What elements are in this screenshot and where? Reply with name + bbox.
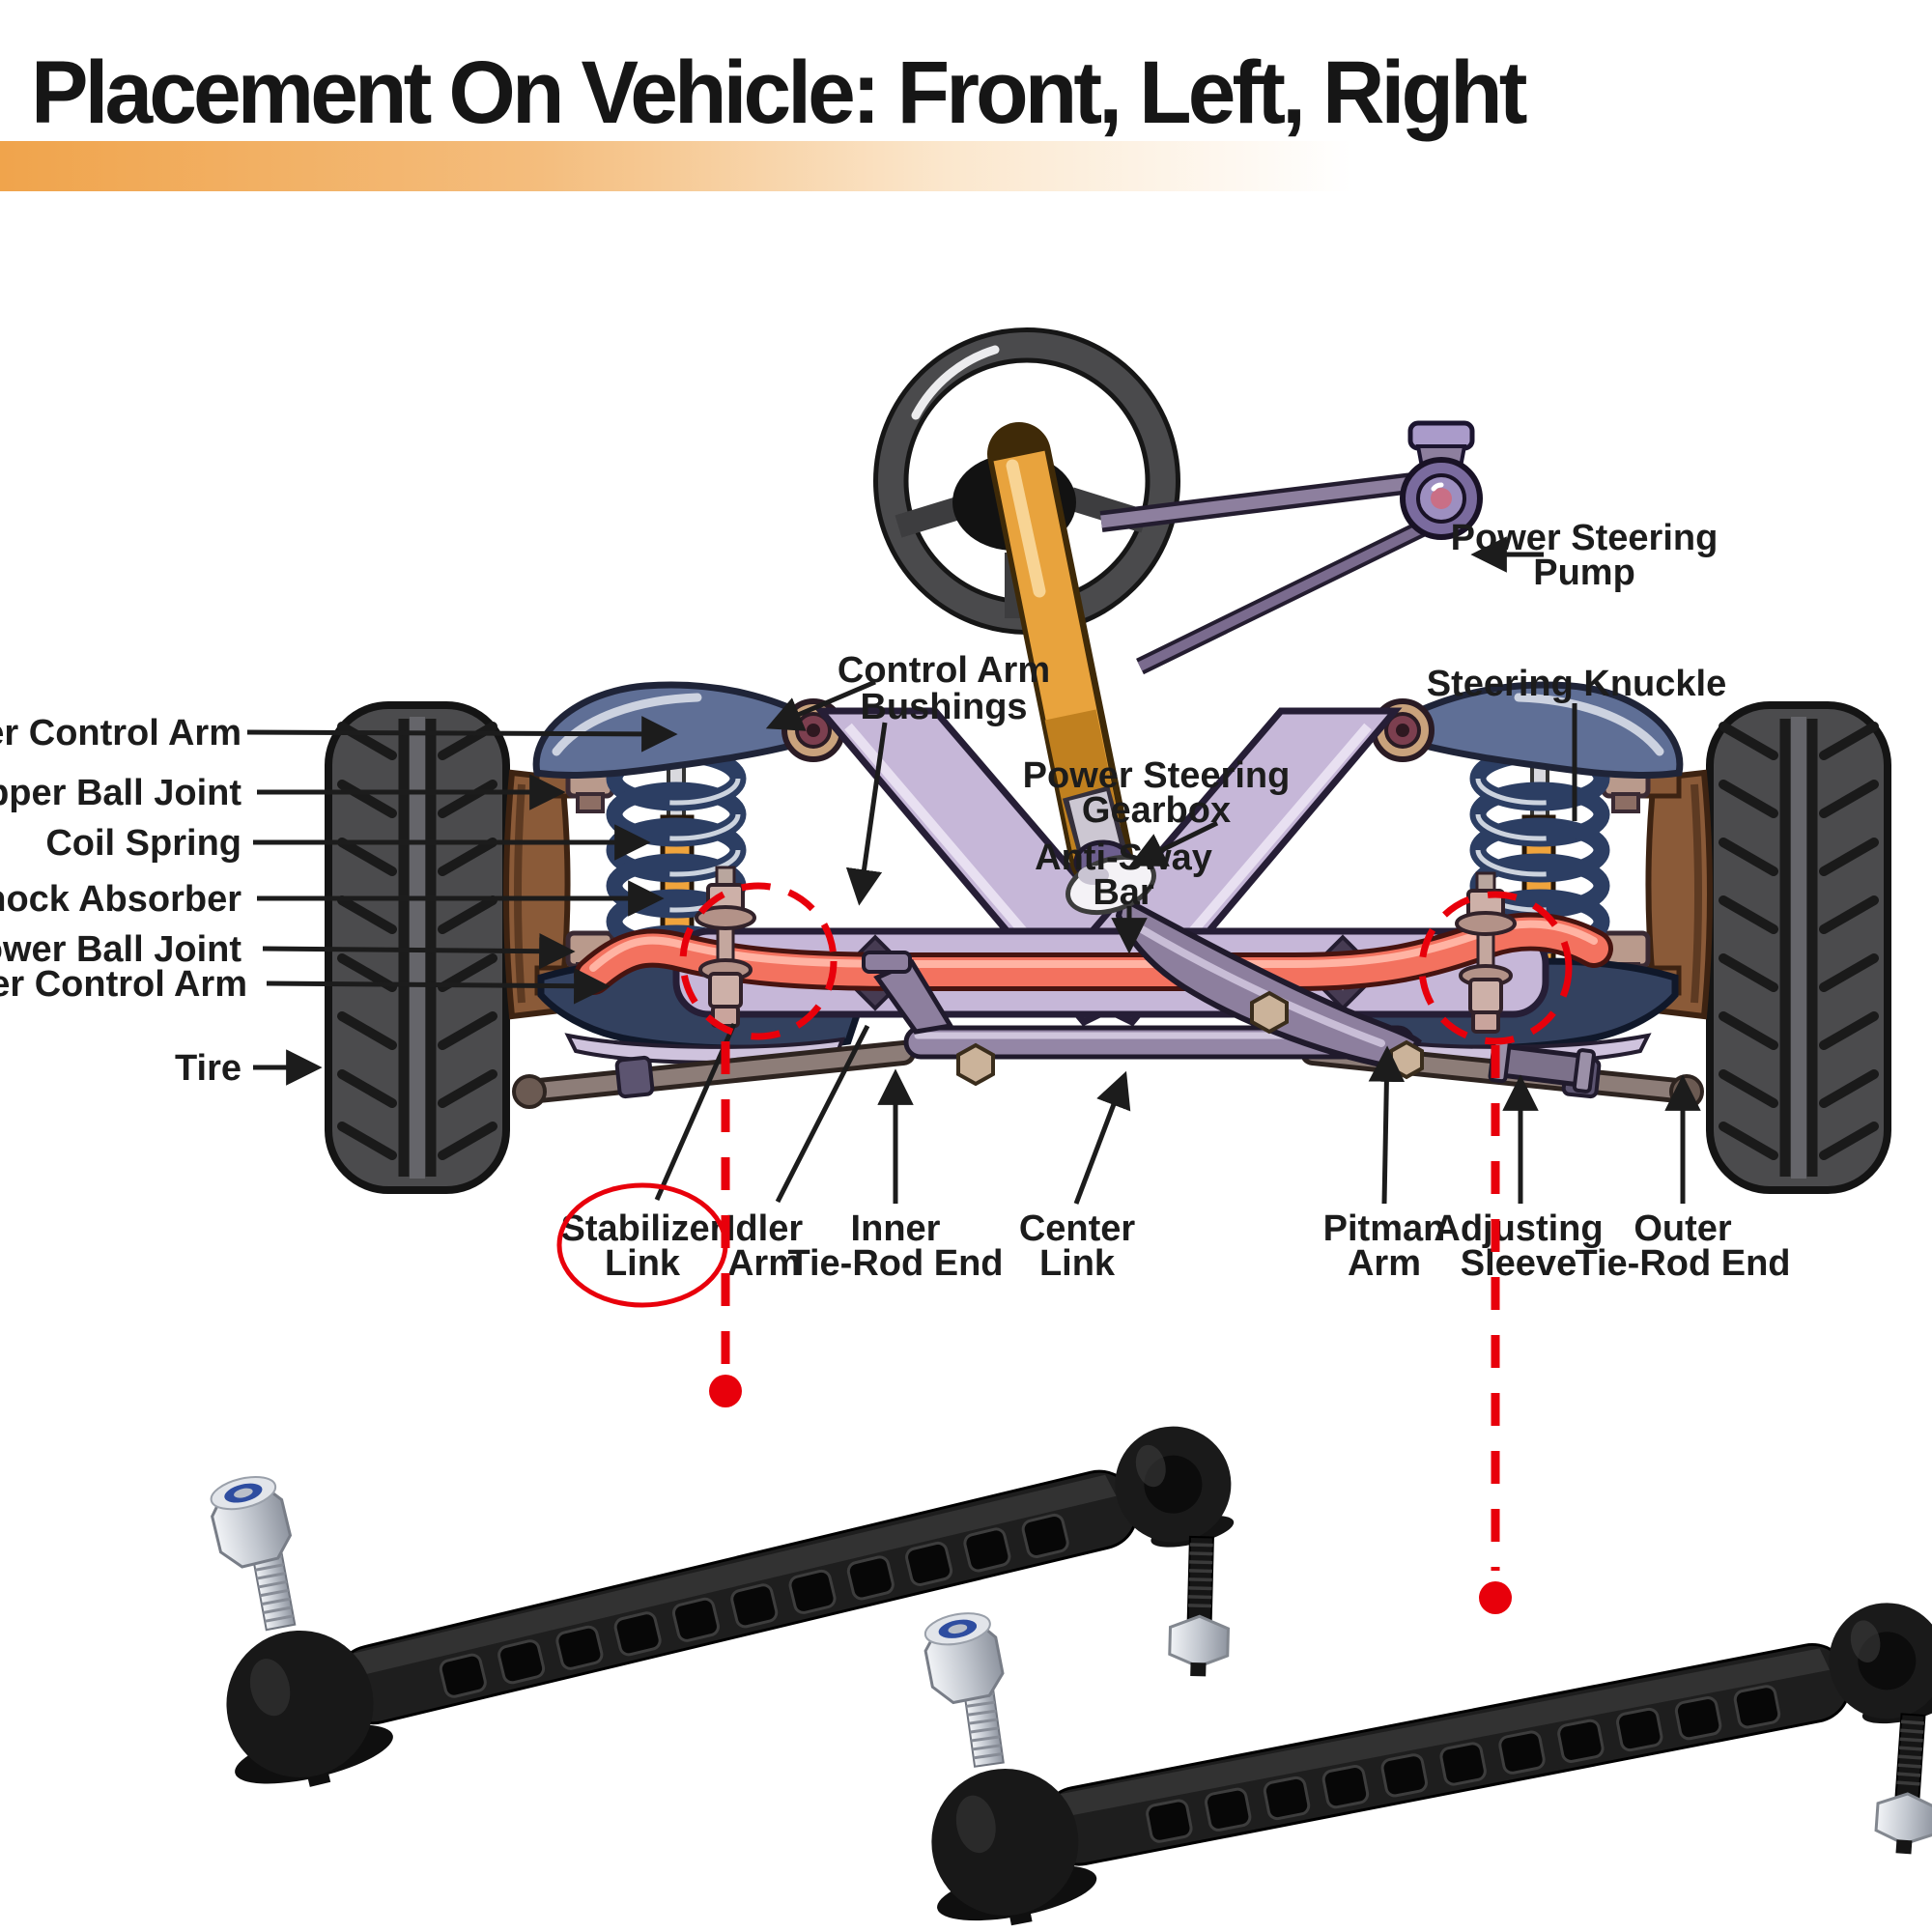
part-labels: Upper Control Arm Upper Ball Joint Coil … [0,518,1791,1284]
label-inner-tie-rod-1: Inner [851,1208,941,1249]
label-control-arm-bushings-1: Control Arm [838,650,1050,691]
label-pitman-arm-1: Pitman [1323,1208,1446,1249]
highlight-circle-right [1418,891,1573,1045]
label-control-arm-bushings-2: Bushings [860,687,1027,727]
tie-rod-part [512,1040,916,1109]
label-pitman-arm-2: Arm [1348,1243,1421,1284]
label-inner-tie-rod-2: Tie-Rod End [787,1243,1003,1284]
pointer-dot-left [709,1375,742,1407]
label-stabilizer-link-1: Stabilizer [561,1208,724,1249]
label-steering-knuckle: Steering Knuckle [1427,664,1726,704]
label-stabilizer-link-2: Link [605,1243,681,1284]
power-steering-pump-part [1099,420,1483,675]
red-annotations [556,882,1573,1614]
label-idler-arm-1: Idler [725,1208,803,1249]
label-power-steering-pump-2: Pump [1533,553,1635,593]
label-adjusting-sleeve-1: Adjusting [1434,1208,1603,1249]
label-power-steering-gearbox-1: Power Steering [1023,755,1291,796]
title-accent-bar [0,141,1352,191]
label-outer-tie-rod-2: Tie-Rod End [1575,1243,1790,1284]
label-upper-control-arm: Upper Control Arm [0,713,242,753]
label-center-link-1: Center [1019,1208,1136,1249]
page-title: Placement On Vehicle: Front, Left, Right [31,43,1527,142]
label-lower-ball-joint: Lower Ball Joint [0,929,242,970]
label-power-steering-gearbox-2: Gearbox [1082,790,1231,831]
product-photos [166,1252,1932,1932]
gearbox-part [1065,854,1156,916]
label-tire: Tire [175,1048,242,1089]
label-idler-arm-2: Arm [727,1243,801,1284]
label-coil-spring: Coil Spring [45,823,242,864]
label-center-link-2: Link [1039,1243,1116,1284]
label-lower-control-arm: Lower Control Arm [0,964,247,1005]
steering-column [987,422,1133,890]
label-anti-sway-bar-2: Bar [1093,872,1154,913]
label-power-steering-pump-1: Power Steering [1451,518,1719,558]
upper-control-arm-part [532,681,845,779]
idler-arm-part [862,951,955,1035]
pointer-dot-right [1479,1581,1512,1614]
highlight-circle-left [679,882,838,1040]
link-bolts [956,990,1424,1087]
label-anti-sway-bar-1: Anti-Sway [1035,838,1212,878]
label-shock-absorber: Shock Absorber [0,879,242,920]
label-upper-ball-joint: Upper Ball Joint [0,773,242,813]
label-outer-tie-rod-1: Outer [1634,1208,1732,1249]
label-adjusting-sleeve-2: Sleeve [1461,1243,1577,1284]
